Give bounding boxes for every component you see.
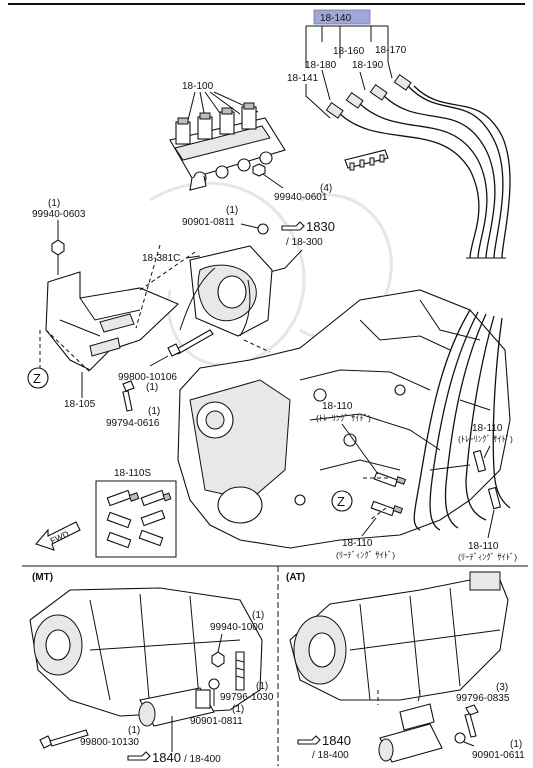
ref-18-300[interactable]: / 18-300 — [286, 237, 323, 248]
pulley-housing — [189, 245, 273, 337]
cable-boots — [325, 74, 412, 119]
part-90901-0811[interactable]: 90901-0811 — [182, 217, 235, 228]
part-18-110-leading[interactable]: 18-110 — [342, 538, 373, 549]
part-18-100[interactable]: 18-100 — [182, 81, 214, 92]
z-marker-right: Z — [337, 494, 345, 509]
mt-ref-1840[interactable]: 1840 — [152, 750, 181, 765]
ignition-cables — [339, 85, 511, 259]
qty-99940-0601: (4) — [320, 183, 332, 194]
at-qty-99796-0835: (3) — [496, 682, 508, 693]
label-trailing-side: (ﾄﾚｰﾘﾝｸﾞ ｻｲﾄﾞ) — [316, 413, 371, 423]
qty-99940-0603: (1) — [48, 198, 60, 209]
mt-qty-99800-10130: (1) — [128, 725, 140, 736]
washer-90901-0811 — [257, 223, 269, 235]
bolt-99794-0616 — [122, 380, 135, 412]
mt-qty-99796-1030: (1) — [256, 681, 268, 692]
mt-bolt-99800-10130 — [39, 729, 89, 749]
part-18-160[interactable]: 18-160 — [333, 46, 365, 57]
part-18-110-leading-right[interactable]: 18-110 — [468, 541, 499, 552]
z-circle-icon — [27, 367, 49, 389]
highlight-18-140 — [313, 9, 371, 25]
qty-99794-0616: (1) — [148, 406, 160, 417]
qty-90901-0811: (1) — [226, 205, 238, 216]
part-18-105[interactable]: 18-105 — [64, 399, 96, 410]
at-part-90901-0611[interactable]: 90901-0611 — [472, 750, 525, 761]
part-18-110-trailing-right[interactable]: 18-110 — [472, 423, 503, 434]
mt-transmission — [29, 587, 263, 717]
ignition-coil-pack — [169, 102, 286, 191]
mt-part-99796-1030[interactable]: 99796-1030 — [220, 692, 274, 703]
part-18-110-trailing[interactable]: 18-110 — [322, 401, 353, 412]
spark-plugs-installed — [370, 449, 502, 517]
label-leading-side-right: (ﾘｰﾃﾞｨﾝｸﾞ ｻｲﾄﾞ) — [458, 552, 517, 562]
part-18-381C[interactable]: 18-381C — [142, 253, 180, 264]
nut-99940-0603 — [51, 239, 65, 256]
part-99940-0601[interactable]: 99940-0601 — [274, 192, 328, 203]
ref-1830[interactable]: 1830 — [306, 219, 335, 234]
bracket-18-105 — [45, 271, 179, 371]
engine-block — [177, 289, 511, 549]
mt-part-99800-10130[interactable]: 99800-10130 — [80, 737, 139, 748]
z-circle-icon-2 — [331, 490, 353, 512]
at-qty-90901-0611: (1) — [510, 739, 522, 750]
cable-clamp — [344, 149, 389, 171]
at-part-99796-0835[interactable]: 99796-0835 — [456, 693, 510, 704]
drive-belt — [179, 267, 251, 337]
at-ref-18-400[interactable]: / 18-400 — [312, 750, 349, 761]
ref-hand-icon[interactable] — [281, 221, 305, 231]
part-18-180[interactable]: 18-180 — [305, 60, 337, 71]
label-trailing-side-right: (ﾄﾚｰﾘﾝｸﾞ ｻｲﾄﾞ) — [458, 434, 513, 444]
part-18-110S[interactable]: 18-110S — [114, 468, 151, 479]
ref-hand-icon[interactable] — [297, 735, 321, 745]
mt-part-99940-1000[interactable]: 99940-1000 — [210, 622, 264, 633]
part-99940-0603[interactable]: 99940-0603 — [32, 209, 86, 220]
part-18-170[interactable]: 18-170 — [375, 45, 407, 56]
ref-hand-icon[interactable] — [127, 751, 151, 761]
at-transmission — [289, 571, 509, 701]
part-18-190[interactable]: 18-190 — [352, 60, 384, 71]
mt-qty-99940-1000: (1) — [252, 610, 264, 621]
fwd-arrow-icon — [35, 521, 81, 551]
part-99800-10106[interactable]: 99800-10106 — [118, 372, 177, 383]
label-leading-side: (ﾘｰﾃﾞｨﾝｸﾞ ｻｲﾄﾞ) — [336, 550, 395, 560]
part-18-140[interactable]: 18-140 — [320, 13, 352, 24]
mt-part-90901-0811[interactable]: 90901-0811 — [190, 716, 243, 727]
section-mt-label: (MT) — [32, 572, 53, 583]
mt-qty-90901-0811: (1) — [232, 704, 244, 715]
at-starter — [378, 703, 443, 763]
mt-stud-99796-1030 — [235, 651, 245, 691]
spark-plug-kit — [106, 489, 172, 549]
z-marker-left: Z — [33, 371, 41, 386]
part-18-141[interactable]: 18-141 — [287, 73, 319, 84]
at-bolt-99796-0835 — [464, 704, 479, 738]
nut-99940-0601 — [252, 163, 266, 177]
mt-starter — [138, 687, 215, 727]
part-99794-0616[interactable]: 99794-0616 — [106, 418, 160, 429]
lower-cables — [413, 309, 511, 531]
fwd-label: FWD — [49, 529, 71, 546]
mt-ref-18-400[interactable]: / 18-400 — [184, 754, 221, 765]
at-ref-1840[interactable]: 1840 — [322, 733, 351, 748]
section-at-label: (AT) — [286, 572, 305, 583]
qty-99800-10106: (1) — [146, 382, 158, 393]
